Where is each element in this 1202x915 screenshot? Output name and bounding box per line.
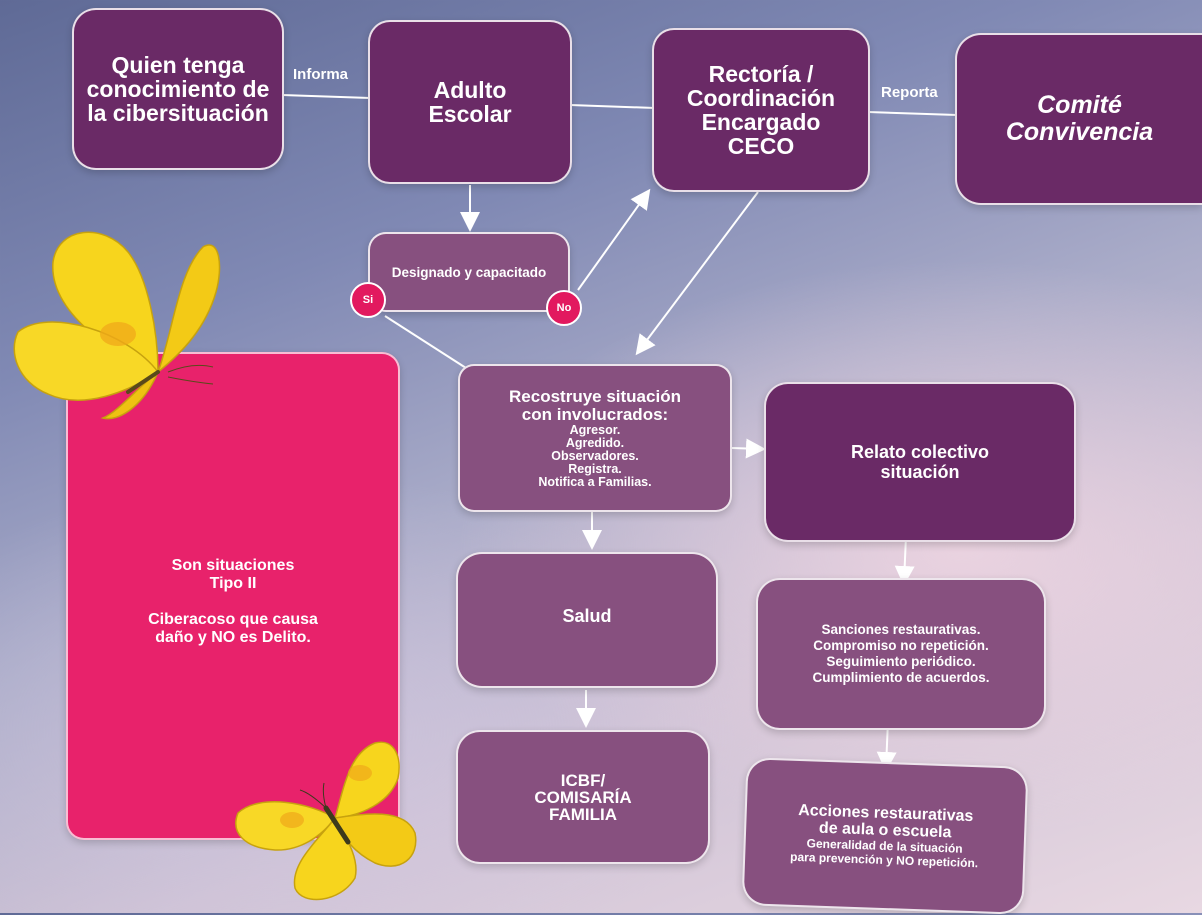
node-sanciones: Sanciones restaurativas. Compromiso no r… bbox=[756, 578, 1046, 730]
edge-relato-sanciones bbox=[894, 535, 915, 586]
butterfly-icon bbox=[13, 231, 221, 420]
decision-no: No bbox=[546, 290, 582, 326]
node-icbf-line-1: ICBF/ bbox=[560, 770, 606, 790]
node-acciones: Acciones restaurativas de aula o escuela… bbox=[741, 757, 1029, 915]
node-designado: Designado y capacitado bbox=[368, 232, 570, 312]
node-reconstruye-item-1: Agresor. bbox=[569, 422, 621, 437]
node-rectoria-line-4: CECO bbox=[727, 133, 795, 159]
edge-reconstruye-relato bbox=[731, 438, 766, 459]
node-relato: Relato colectivo situación bbox=[764, 382, 1076, 542]
node-salud: Salud bbox=[456, 552, 718, 688]
decision-si: Si bbox=[350, 282, 386, 318]
butterfly-icon bbox=[235, 741, 417, 901]
node-comite: Comité Convivencia bbox=[955, 33, 1202, 205]
edge-rectoria-reconstruye bbox=[635, 191, 759, 356]
edge-adulto-rectoria bbox=[569, 104, 656, 109]
node-designado-label: Designado y capacitado bbox=[391, 264, 547, 280]
node-icbf: ICBF/ COMISARÍA FAMILIA bbox=[456, 730, 710, 864]
node-quien-tenga: Quien tenga conocimiento de la cibersitu… bbox=[72, 8, 284, 170]
node-tipo-line-2: Tipo II bbox=[209, 575, 257, 592]
node-reconstruye-title-1: Recostruye situación bbox=[509, 386, 681, 406]
node-sanciones-line-3: Seguimiento periódico. bbox=[826, 654, 976, 669]
node-reconstruye-item-3: Observadores. bbox=[551, 448, 639, 463]
node-tipo-ii: Son situaciones Tipo II Ciberacoso que c… bbox=[66, 352, 400, 840]
node-adulto-line-2: Escolar bbox=[428, 101, 512, 127]
edge-label-informa: Informa bbox=[293, 66, 349, 83]
node-rectoria-line-3: Encargado bbox=[701, 109, 821, 135]
edge-si-reconstruye bbox=[384, 315, 467, 369]
edge-no-rectoria bbox=[577, 188, 651, 291]
node-rectoria: Rectoría / Coordinación Encargado CECO bbox=[652, 28, 870, 192]
node-sanciones-line-4: Cumplimiento de acuerdos. bbox=[812, 670, 990, 685]
edge-quien-adulto bbox=[281, 94, 371, 99]
node-rectoria-line-1: Rectoría / bbox=[708, 61, 814, 87]
node-comite-line-2: Convivencia bbox=[1005, 118, 1154, 146]
node-relato-line-2: situación bbox=[880, 462, 960, 482]
node-adulto-line-1: Adulto bbox=[433, 77, 507, 103]
node-quien-line-3: la cibersituación bbox=[87, 100, 269, 126]
node-sanciones-line-2: Compromiso no repetición. bbox=[813, 638, 989, 653]
node-quien-line-2: conocimiento de bbox=[86, 76, 270, 102]
node-reconstruye: Recostruye situación con involucrados: A… bbox=[458, 364, 732, 512]
node-icbf-line-3: FAMILIA bbox=[549, 804, 617, 824]
node-sanciones-line-1: Sanciones restaurativas. bbox=[821, 622, 981, 637]
node-reconstruye-title-2: con involucrados: bbox=[521, 404, 669, 424]
node-quien-line-1: Quien tenga bbox=[111, 52, 245, 78]
node-tipo-line-1: Son situaciones bbox=[171, 557, 295, 574]
edge-rectoria-comite bbox=[867, 111, 958, 116]
node-reconstruye-item-5: Notifica a Familias. bbox=[538, 474, 652, 489]
node-tipo-line-4: Ciberacoso que causa bbox=[148, 611, 318, 628]
node-comite-line-1: Comité bbox=[1037, 91, 1122, 119]
node-rectoria-line-2: Coordinación bbox=[686, 85, 836, 111]
node-salud-label: Salud bbox=[562, 606, 612, 626]
edge-label-reporta: Reporta bbox=[881, 84, 938, 101]
node-reconstruye-item-2: Agredido. bbox=[565, 435, 625, 450]
node-tipo-line-5: daño y NO es Delito. bbox=[155, 629, 311, 646]
node-icbf-line-2: COMISARÍA bbox=[534, 787, 632, 807]
node-relato-line-1: Relato colectivo bbox=[850, 442, 990, 462]
node-adulto-escolar: Adulto Escolar bbox=[368, 20, 572, 184]
node-reconstruye-item-4: Registra. bbox=[568, 461, 622, 476]
